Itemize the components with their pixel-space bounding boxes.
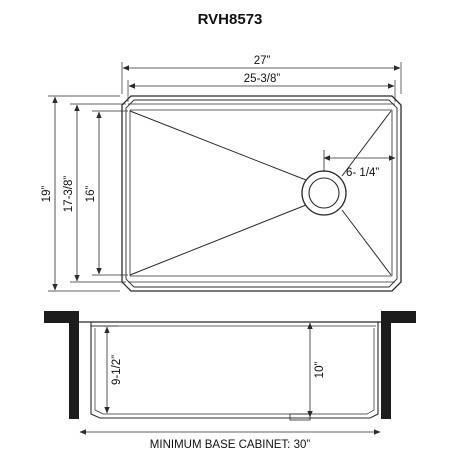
inner-depth-label: 17-3/8” bbox=[63, 176, 75, 213]
outer-width-label: 27” bbox=[254, 55, 271, 67]
drain-inner bbox=[308, 177, 340, 209]
side-view: 9-1/2” 10” MINIMUM BASE CABINET: 30” bbox=[44, 311, 416, 451]
cabinet-left-top bbox=[44, 311, 79, 323]
inner-width-label: 25-3/8” bbox=[244, 73, 281, 85]
slope-line-top-right bbox=[341, 110, 392, 177]
slope-line-bottom-left bbox=[129, 204, 307, 276]
cabinet-left-side bbox=[69, 323, 79, 419]
bowl-profile bbox=[90, 322, 379, 419]
cabinet-right-side bbox=[381, 323, 391, 419]
drain-offset-label: 6- 1/4” bbox=[346, 167, 379, 179]
width-dimensions: 27” 25-3/8” bbox=[121, 55, 402, 102]
sink-inner-rim bbox=[125, 99, 398, 288]
outer-depth-label: 19” bbox=[41, 186, 53, 203]
rear-height-label: 10” bbox=[314, 362, 326, 379]
top-view: 6- 1/4” bbox=[121, 95, 402, 292]
cabinet-right-top bbox=[381, 311, 416, 323]
front-height-label: 9-1/2” bbox=[111, 355, 123, 385]
bowl-profile-inner bbox=[94, 328, 375, 415]
model-title: RVH8573 bbox=[198, 11, 263, 28]
drain-stub bbox=[289, 413, 311, 421]
depth-dimensions: 19” 17-3/8” 16” bbox=[41, 95, 128, 292]
bowl-depth-label: 16” bbox=[85, 186, 97, 203]
slope-line-top-left bbox=[129, 110, 307, 181]
slope-line-bottom-right bbox=[341, 209, 392, 276]
min-base-cabinet-label: MINIMUM BASE CABINET: 30” bbox=[150, 439, 311, 451]
